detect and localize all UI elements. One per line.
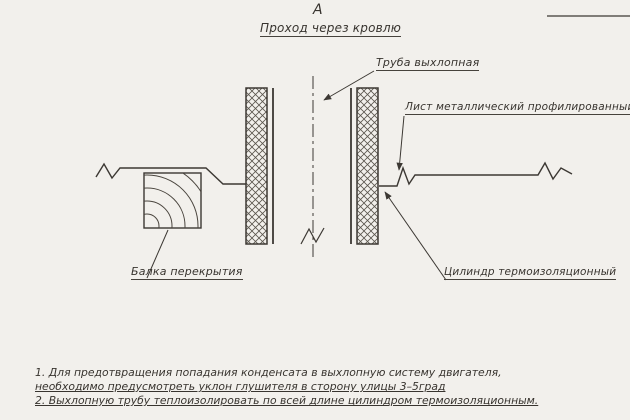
note-line-2-text: необходимо предусмотреть уклон глушителя… (35, 380, 446, 393)
roof-line-right (379, 161, 573, 187)
pipe-break-mark (300, 227, 325, 245)
leader-floor-beam (146, 229, 169, 279)
view-letter: А (313, 2, 323, 18)
roof-line-left (95, 162, 246, 185)
note-line-2: необходимо предусмотреть уклон глушителя… (35, 380, 538, 394)
note-line-3-text: 2. Выхлопную трубу теплоизолировать по в… (35, 394, 539, 407)
floor-beam-section (143, 172, 202, 229)
view-caption: Проход через кровлю (260, 21, 402, 37)
leader-insulation-cylinder (384, 191, 447, 281)
notes-block: 1. Для предотвращения попадания конденса… (35, 366, 538, 408)
leader-exhaust-pipe (323, 70, 375, 101)
callout-floor-beam: Балка перекрытия (131, 265, 243, 280)
insulation-cylinder-left (245, 87, 268, 245)
note-line-1: 1. Для предотвращения попадания конденса… (35, 366, 538, 380)
insulation-cylinder-right (356, 87, 379, 245)
leader-metal-sheet (396, 115, 405, 171)
note-line-3: 2. Выхлопную трубу теплоизолировать по в… (35, 394, 538, 408)
note-line-1-text: 1. Для предотвращения попадания конденса… (35, 366, 502, 379)
callout-exhaust-pipe: Труба выхлопная (376, 56, 480, 71)
wood-grain-arcs (144, 173, 201, 228)
callout-insulation-cylinder: Цилиндр термоизоляционный (444, 266, 617, 280)
callout-metal-sheet: Лист металлический профилированный (405, 101, 630, 115)
